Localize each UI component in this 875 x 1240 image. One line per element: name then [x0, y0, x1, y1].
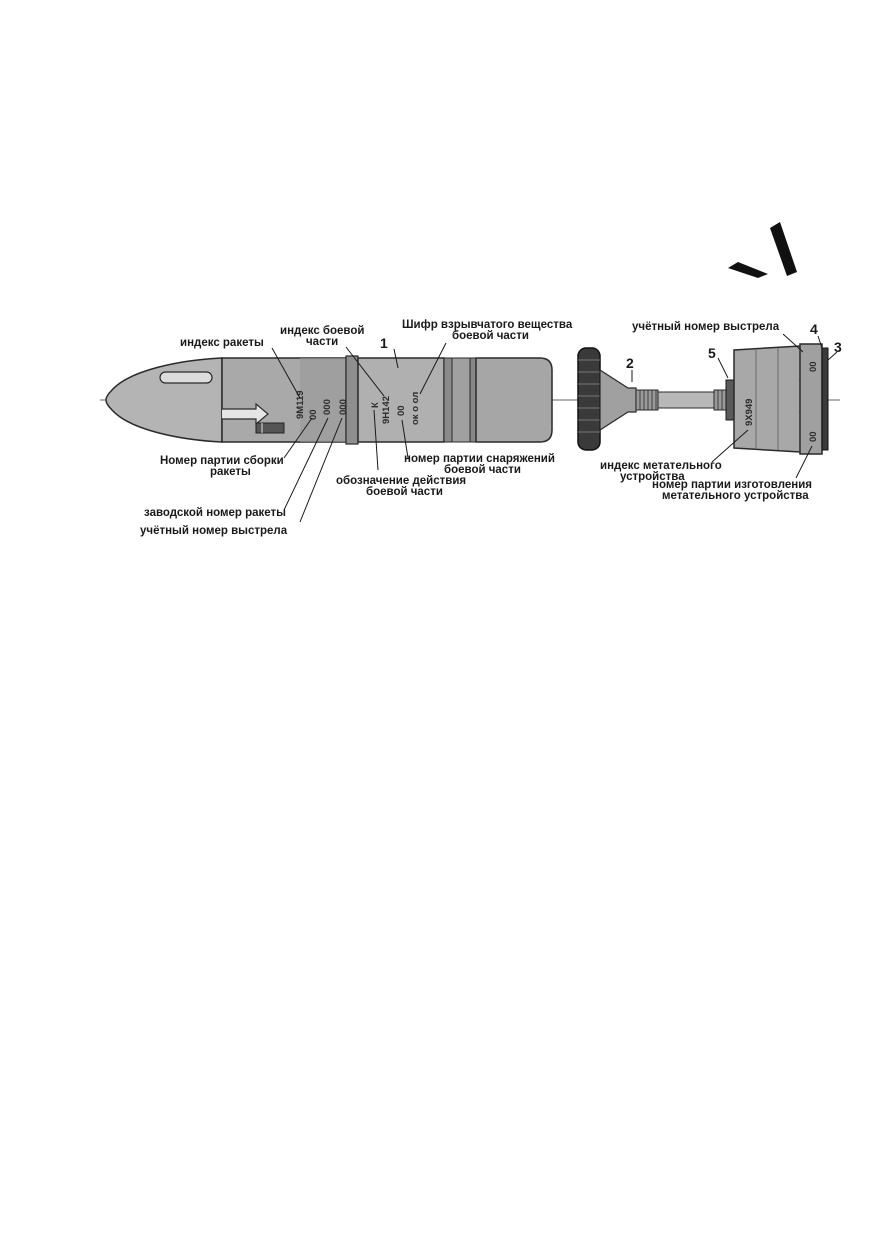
- mark-warhead-code: 9Н142: [381, 396, 392, 424]
- warhead-section: [357, 357, 445, 443]
- label-loading-lot-2: боевой части: [444, 464, 521, 476]
- callout-5: 5: [708, 345, 716, 361]
- mark-missile-code: 9М119: [295, 390, 306, 419]
- mark-explosive: ок о ол: [410, 392, 421, 425]
- label-warhead-index-2: части: [306, 336, 338, 348]
- label-warhead-index-1: индекс боевой: [280, 325, 364, 337]
- cone-neck: [599, 368, 637, 432]
- corner-mark: [728, 222, 797, 278]
- label-launcher-lot-2: метательного устройства: [662, 490, 809, 502]
- band-2: [451, 357, 471, 443]
- labels: индекс ракеты индекс боевой части Шифр в…: [140, 319, 812, 537]
- label-assembly-lot-2: ракеты: [210, 466, 251, 478]
- label-round-number-top: учётный номер выстрела: [632, 321, 780, 333]
- label-missile-index: индекс ракеты: [180, 337, 264, 349]
- label-launcher-index-1: индекс метательного: [600, 460, 722, 472]
- callout-3: 3: [834, 339, 842, 355]
- callout-2: 2: [626, 355, 634, 371]
- label-round-number-bottom: учётный номер выстрела: [140, 525, 288, 537]
- callouts: 1 2 3 4 5: [380, 321, 842, 371]
- label-action-2: боевой части: [366, 486, 443, 498]
- rear-section: [475, 357, 553, 443]
- launch-device: [577, 343, 829, 455]
- label-explosive-2: боевой части: [452, 330, 529, 342]
- label-action-1: обозначение действия: [336, 475, 466, 487]
- nose-cone: [105, 357, 223, 443]
- leader-lines: [271, 333, 838, 523]
- mark-launcher-round-no: 00: [808, 361, 819, 372]
- nose-window: [159, 371, 213, 384]
- shaft: [657, 391, 715, 409]
- thread-right: [713, 389, 727, 411]
- label-explosive-1: Шифр взрывчатого вещества: [402, 319, 573, 331]
- callout-4: 4: [810, 321, 818, 337]
- label-assembly-lot-1: Номер партии сборки: [160, 455, 284, 467]
- label-factory-number: заводской номер ракеты: [144, 507, 286, 519]
- marking-plate: [255, 422, 285, 434]
- label-loading-lot-1: номер партии снаряжений: [404, 453, 555, 465]
- end-cap: [821, 347, 829, 451]
- mark-launcher-lot: 00: [808, 431, 819, 442]
- label-launcher-lot-1: номер партии изготовления: [652, 479, 812, 491]
- mark-round-no: 000: [338, 399, 349, 415]
- mark-launcher-code: 9Х949: [744, 399, 755, 426]
- direction-arrow-icon: [222, 402, 269, 426]
- band-3: [469, 357, 477, 443]
- mark-factory-no: 000: [322, 399, 333, 415]
- driving-band-wheel: [577, 347, 601, 451]
- thread-left: [635, 389, 659, 411]
- mark-missile-lot: 00: [308, 409, 319, 420]
- band-1: [443, 357, 453, 443]
- label-launcher-index-2: устройства: [620, 471, 685, 483]
- flange: [725, 379, 735, 421]
- body-markings: 9М119 00 000 000 К 9Н142 00 ок о ол 9Х94…: [295, 361, 819, 442]
- mark-warhead-lot: 00: [396, 405, 407, 416]
- mark-action-letter: К: [370, 402, 381, 408]
- callout-1: 1: [380, 335, 388, 351]
